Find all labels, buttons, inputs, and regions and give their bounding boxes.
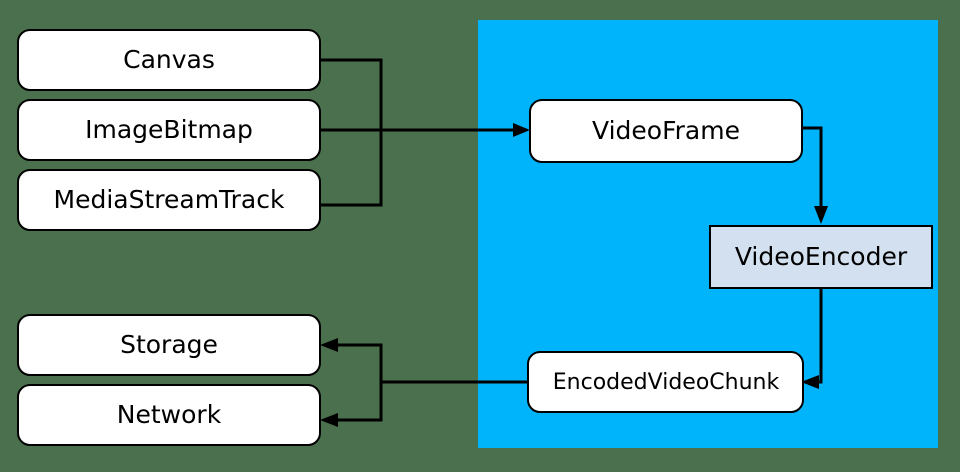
node-encodedvideochunk[interactable]: EncodedVideoChunk xyxy=(527,351,804,413)
edge-canvas-to-videoframe xyxy=(320,58,383,130)
node-videoencoder-shape xyxy=(709,225,933,289)
arrowhead-into-videoframe xyxy=(513,123,530,137)
node-network[interactable]: Network xyxy=(17,384,321,446)
node-videoencoder[interactable]: VideoEncoder xyxy=(709,225,933,289)
node-encodedvideochunk-label: EncodedVideoChunk xyxy=(553,370,780,395)
node-network-label: Network xyxy=(117,400,222,429)
arrowhead-into-videoencoder xyxy=(814,206,828,224)
node-mediastreamtrack-label: MediaStreamTrack xyxy=(54,185,285,214)
node-videoframe[interactable]: VideoFrame xyxy=(529,99,803,163)
arrowhead-into-storage xyxy=(320,338,338,352)
node-canvas-shape xyxy=(17,29,321,91)
node-canvas-label: Canvas xyxy=(123,45,215,74)
node-imagebitmap-label: ImageBitmap xyxy=(85,115,253,144)
arrowhead-into-network xyxy=(320,413,338,427)
node-storage-shape xyxy=(17,314,321,376)
node-canvas[interactable]: Canvas xyxy=(17,29,321,91)
node-imagebitmap-shape xyxy=(17,99,321,161)
node-encodedvideochunk-shape xyxy=(527,351,804,413)
edge-mediastreamtrack-to-videoframe xyxy=(320,130,383,207)
node-videoencoder-label: VideoEncoder xyxy=(735,242,908,271)
node-network-shape xyxy=(17,384,321,446)
node-storage-label: Storage xyxy=(120,330,218,359)
arrowhead-into-encodedchunk xyxy=(801,375,819,389)
node-videoframe-shape xyxy=(529,99,803,163)
edge-encodedchunk-to-storage xyxy=(332,343,383,382)
node-storage[interactable]: Storage xyxy=(17,314,321,376)
node-mediastreamtrack-shape xyxy=(17,169,321,231)
edge-encodedchunk-to-network xyxy=(332,382,383,422)
node-imagebitmap[interactable]: ImageBitmap xyxy=(17,99,321,161)
node-videoframe-label: VideoFrame xyxy=(592,116,740,145)
node-mediastreamtrack[interactable]: MediaStreamTrack xyxy=(17,169,321,231)
edge-videoframe-to-videoencoder xyxy=(802,126,823,212)
